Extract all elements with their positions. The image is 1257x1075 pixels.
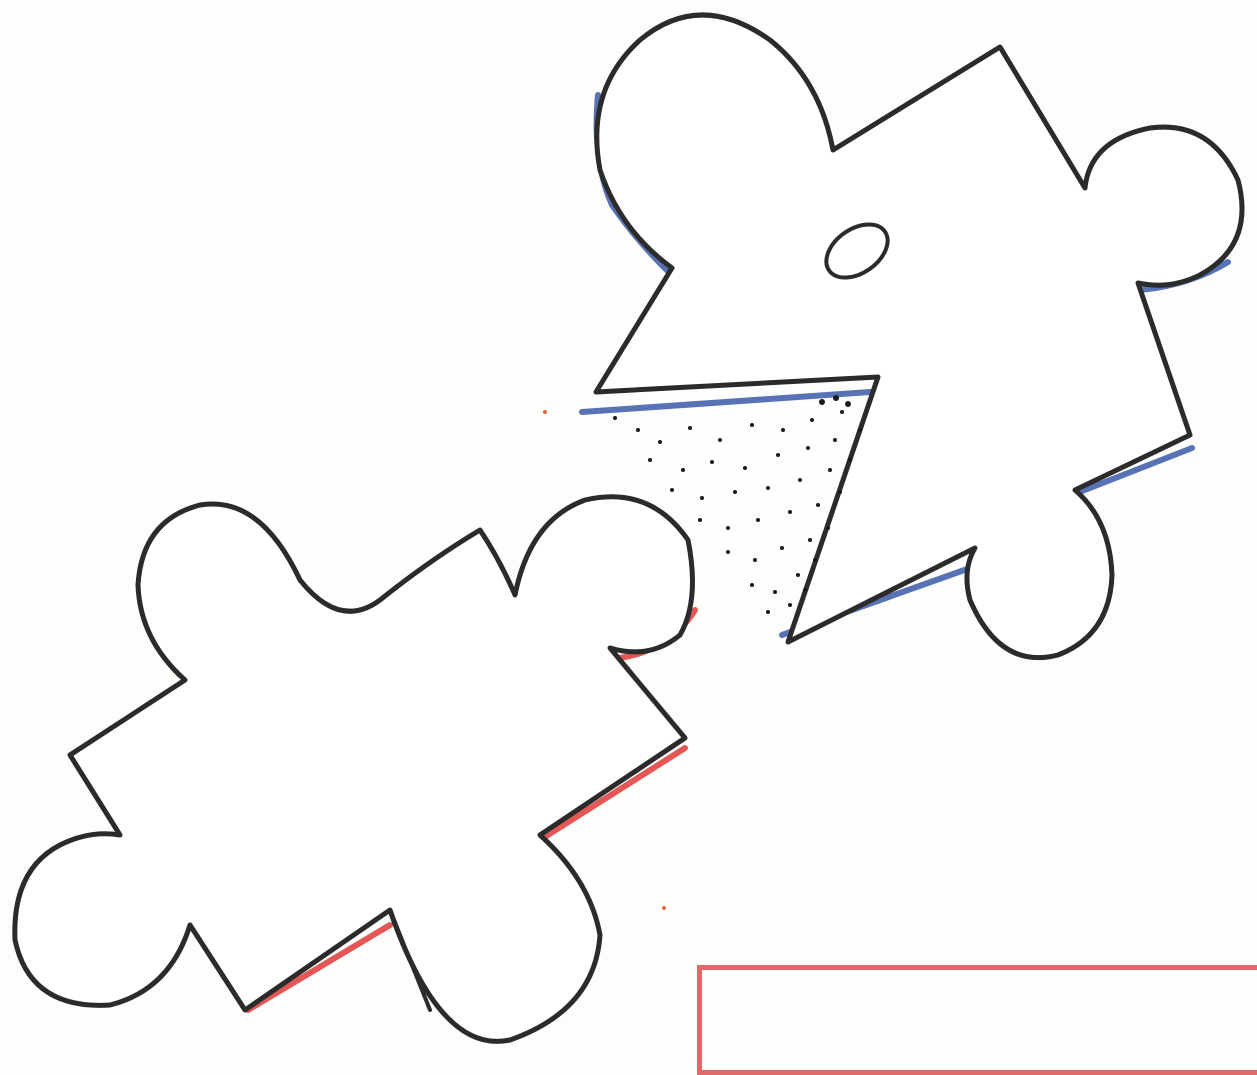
upper-piece-blue-edge-cut: [582, 392, 870, 412]
caption-label-box: [697, 965, 1257, 1075]
stray-mark-2: [662, 906, 666, 910]
lower-puzzle-piece: [15, 497, 695, 1042]
sketch-canvas: [0, 0, 1257, 1047]
lower-piece-outline: [15, 497, 693, 1042]
stray-mark-1: [543, 410, 547, 414]
